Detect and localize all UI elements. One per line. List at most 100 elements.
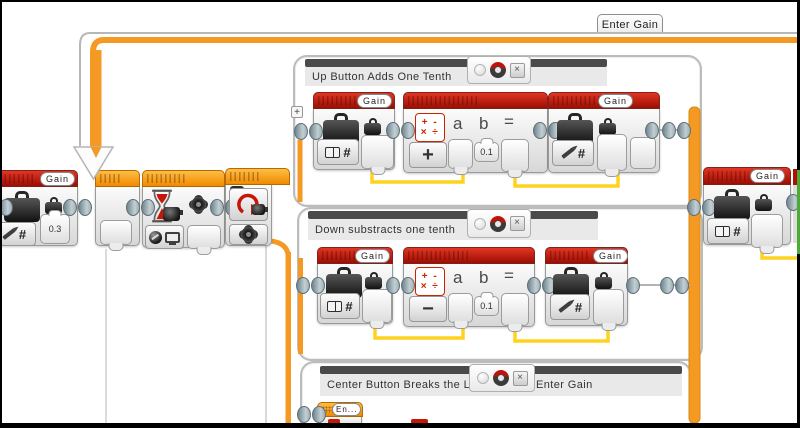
math-subtract-output-plug[interactable] [501,293,529,326]
write-gain-up-extra-plug[interactable] [630,137,656,169]
book-icon [327,300,343,312]
brick-buttons-icon [191,197,206,212]
block-read-gain-right-tab[interactable]: Gain [750,169,786,183]
read-gain-down-output-plug[interactable] [362,289,392,323]
read-gain-up-output-plug[interactable] [361,135,394,169]
loop-center-handle-icon[interactable] [476,372,489,384]
loop-up-label[interactable]: Up Button Adds One Tenth [305,67,607,86]
math-subtract-input-b-value[interactable]: 0.1 [474,296,499,316]
dark-sphere-icon [149,230,162,244]
clipped-green-block-sliver [797,170,800,254]
loop-up-handle-icon[interactable] [473,64,486,76]
read-variable-button[interactable]: # [707,218,749,244]
math-operations-icon: + -× ÷ [415,267,445,296]
book-icon [325,146,341,158]
display-icon [165,231,180,245]
sequence-connector[interactable] [297,406,326,423]
sequence-connector[interactable] [645,122,659,139]
math-add-input-b-value[interactable]: 0.1 [474,142,499,162]
loop-up-expand-button[interactable]: + [291,106,303,118]
block-math-add-header[interactable] [403,92,548,109]
hash-icon: # [18,226,27,242]
sequence-connector[interactable] [0,199,13,216]
block-flow-small-plug[interactable] [100,220,132,245]
sequence-start-arrow-fill [90,147,102,158]
loop-up-controls: × [467,56,531,84]
hash-icon: # [733,223,741,239]
brick-button-mini-icon [163,207,183,221]
briefcase-small-icon [365,272,382,289]
hash-icon: # [577,145,586,161]
read-gain-right-output-plug[interactable] [751,214,783,248]
frame-left [0,0,2,428]
loop-down-controls: × [467,209,531,238]
frame-top [0,0,800,2]
brick-button-mini-icon [252,204,268,215]
briefcase-small-icon [595,272,612,289]
sequence-connector[interactable] [386,122,415,139]
sequence-wire-left-vertical [90,50,102,147]
enter-gain-loop-top-edge [79,32,797,146]
loop-up-mode-icon[interactable] [489,62,506,78]
block-read-gain-down-tab[interactable]: Gain [355,249,391,263]
block-read-gain-up-tab[interactable]: Gain [357,94,393,108]
briefcase-small-icon [364,118,381,135]
book-icon [715,225,731,237]
block-wait-header[interactable] [142,170,225,187]
wait-plug[interactable] [187,225,221,249]
sequence-connector[interactable] [687,199,716,216]
loop-center-mode-icon[interactable] [492,370,509,386]
read-variable-button[interactable]: # [317,139,359,165]
math-equals-label: = [504,266,514,285]
loop-up-start-wire [297,140,303,202]
block-math-subtract-header[interactable] [403,247,535,264]
block-var-write-init-tab[interactable]: Gain [40,172,76,186]
sequence-connector[interactable] [294,123,323,140]
briefcase-small-icon [599,118,616,135]
loop-exit-mode-button[interactable] [229,224,268,245]
read-variable-button[interactable]: # [320,293,360,319]
frame-bottom [0,423,800,428]
sequence-connector[interactable] [386,277,415,294]
sequence-tab-enter-gain[interactable]: Enter Gain [597,14,663,34]
loop-up-close-icon[interactable]: × [509,62,525,78]
sequence-connector[interactable] [126,199,155,216]
sequence-connector[interactable] [626,277,640,294]
loop-down-mode-icon[interactable] [489,215,506,232]
math-add-output-plug[interactable] [501,139,529,172]
wait-mode-button[interactable] [145,225,184,249]
sequence-connector[interactable] [296,277,325,294]
write-variable-button[interactable]: # [550,294,590,320]
loop-down-exit-connector[interactable] [660,277,689,294]
math-subtract-input-a-plug[interactable] [448,293,473,323]
math-add-input-a-plug[interactable] [448,139,473,169]
loop-up-exit-connector[interactable] [662,122,691,139]
block-flow-small-header[interactable] [95,170,140,187]
math-equals-label: = [504,112,514,131]
math-mode-subtract-button[interactable]: − [409,296,447,322]
block-loop-interrupt-tab[interactable]: En... [332,403,362,416]
briefcase-icon [714,189,750,220]
sequence-wire-mid-vertical [285,252,291,423]
loop-down-handle-icon[interactable] [473,217,486,230]
value-input-0-3[interactable]: 0.3 [40,214,70,244]
loop-down-close-icon[interactable]: × [509,216,525,231]
loop-up-titlebar [305,59,607,67]
loop-down-titlebar [308,211,598,219]
clipped-block-body-sliver [793,185,797,243]
math-mode-add-button[interactable]: + [409,142,447,168]
write-variable-button[interactable]: # [552,140,594,166]
block-write-gain-up-tab[interactable]: Gain [598,94,634,108]
write-gain-up-input-plug[interactable] [597,134,627,171]
math-a-label: a [453,114,463,133]
clipped-block-header-sliver [793,169,797,185]
loop-center-close-icon[interactable]: × [512,370,528,386]
sequence-connector[interactable] [63,199,92,216]
write-gain-down-input-plug[interactable] [593,289,624,325]
math-b-label: b [479,114,489,133]
write-variable-button[interactable]: # [0,222,36,246]
block-loop-head-header[interactable] [225,168,290,185]
block-write-gain-down-tab[interactable]: Gain [593,249,629,263]
